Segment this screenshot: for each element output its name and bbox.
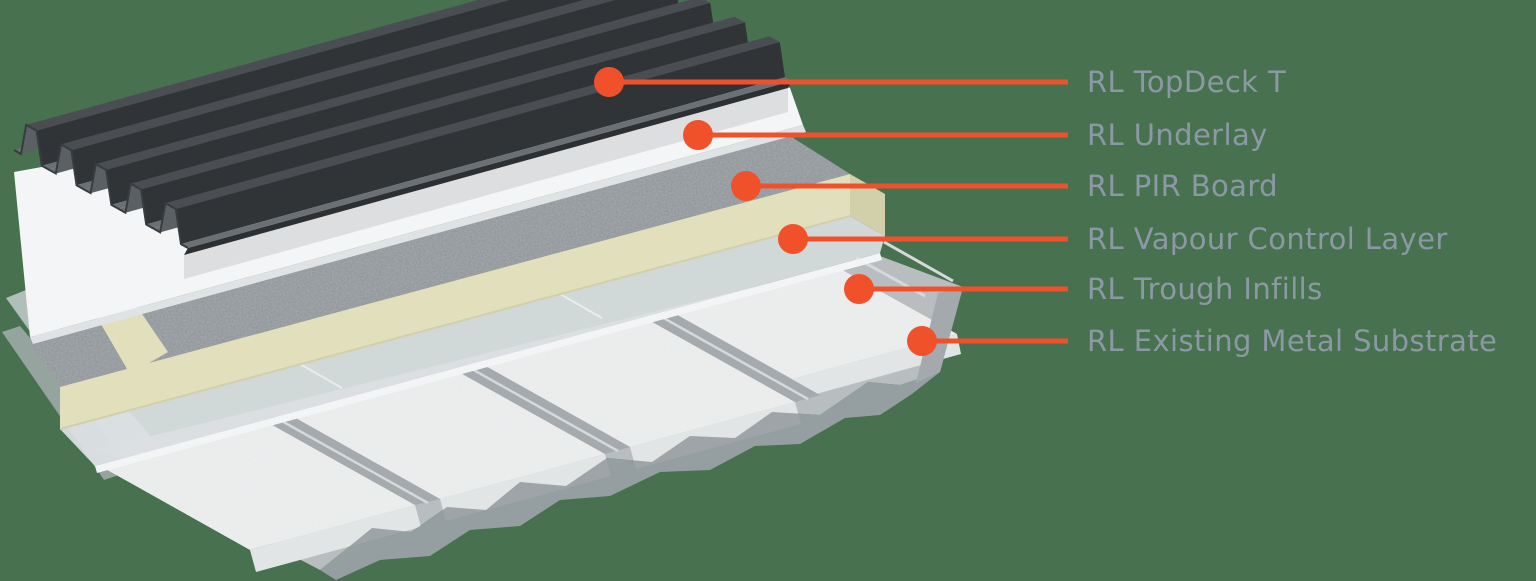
topdeck-underside-edge	[184, 81, 792, 255]
metal-substrate-front	[320, 287, 963, 580]
pir-foam-bottom-edge	[59, 215, 851, 430]
channel-rib-highlight	[469, 366, 619, 453]
foam-row	[482, 319, 795, 447]
vcl-front-edge	[95, 253, 882, 473]
callout-dot	[683, 120, 713, 150]
deck-corner-face	[916, 287, 963, 383]
corrugation-crest	[95, 0, 711, 170]
callout-dot	[594, 67, 624, 97]
pir-foam-end-face	[850, 174, 885, 236]
pir-foam-front-face	[60, 174, 850, 429]
channel-rib-highlight	[279, 418, 429, 505]
corrugation-crest	[61, 0, 616, 151]
vcl-layer	[60, 216, 885, 473]
callout-dot	[844, 274, 874, 304]
deck-rib-line	[883, 240, 954, 283]
channel-rib-highlight	[659, 314, 809, 401]
callout-dot	[907, 326, 937, 356]
corrugation-down-slope	[175, 42, 786, 245]
topdeck-sheet-layer	[13, 0, 792, 255]
foam-row	[292, 371, 605, 499]
underlay-front-edge	[30, 125, 806, 344]
vcl-fold-line	[299, 363, 343, 389]
callout-label: RL PIR Board	[1087, 169, 1278, 203]
corrugation-crest	[26, 0, 510, 131]
corrugation-crest	[130, 16, 746, 190]
deck-front-face	[320, 372, 940, 580]
callout-dot	[731, 171, 761, 201]
callout-label: RL Underlay	[1087, 118, 1268, 152]
foam-row-end-face	[250, 505, 421, 572]
callout-label: RL Vapour Control Layer	[1087, 222, 1448, 256]
callout-label: RL Trough Infills	[1087, 272, 1323, 306]
callout-label: RL TopDeck T	[1087, 65, 1287, 99]
vcl-sheet	[60, 216, 885, 466]
topdeck-cut-profile	[13, 123, 189, 249]
callout-dot	[778, 224, 808, 254]
topdeck-shadow	[184, 88, 788, 279]
vcl-fold-line	[559, 293, 603, 319]
pir-facer-top	[30, 136, 850, 387]
corrugation-valley	[181, 77, 792, 248]
callout-label: RL Existing Metal Substrate	[1087, 324, 1498, 358]
callout-annotations	[594, 67, 1068, 356]
foam-row	[102, 422, 415, 550]
